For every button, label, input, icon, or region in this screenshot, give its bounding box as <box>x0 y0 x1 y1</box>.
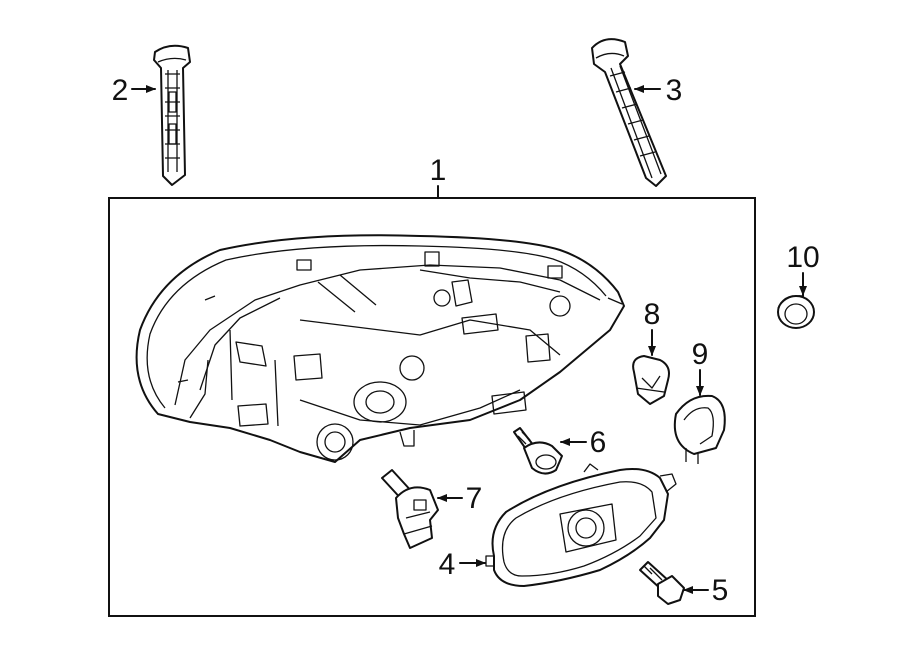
screw-icon[interactable] <box>639 561 685 605</box>
callout-8[interactable]: 8 <box>644 298 661 356</box>
callout-9[interactable]: 9 <box>692 338 709 396</box>
callout-9-label: 9 <box>692 338 709 371</box>
callout-10-label: 10 <box>786 241 819 274</box>
callout-8-label: 8 <box>644 298 661 331</box>
callout-5[interactable]: 5 <box>683 574 729 607</box>
callout-4-label: 4 <box>439 548 456 581</box>
callout-5-label: 5 <box>712 574 729 607</box>
callout-1-label: 1 <box>430 154 447 187</box>
assembly-frame <box>108 197 756 617</box>
callout-7[interactable]: 7 <box>437 482 483 515</box>
callout-6-label: 6 <box>590 426 607 459</box>
mounting-bracket-right-icon[interactable] <box>591 38 667 187</box>
callout-3-label: 3 <box>666 74 683 107</box>
grommet-icon[interactable] <box>777 295 815 329</box>
fog-lamp-housing-icon[interactable] <box>485 463 677 587</box>
callout-10[interactable]: 10 <box>786 241 820 296</box>
cap-icon[interactable] <box>673 394 726 464</box>
bulb-h-icon[interactable] <box>513 427 563 475</box>
callout-4[interactable]: 4 <box>439 548 486 581</box>
callout-1[interactable]: 1 <box>430 154 447 199</box>
callout-7-label: 7 <box>466 482 483 515</box>
callout-2[interactable]: 2 <box>112 74 156 107</box>
headlamp-assembly-icon[interactable] <box>135 234 625 463</box>
mounting-bracket-left-icon[interactable] <box>153 44 191 186</box>
callout-3[interactable]: 3 <box>634 74 683 107</box>
bulb-socket-icon[interactable] <box>381 469 439 549</box>
callout-2-label: 2 <box>112 74 129 107</box>
bulb-small-icon[interactable] <box>632 355 670 405</box>
callout-6[interactable]: 6 <box>560 426 607 459</box>
